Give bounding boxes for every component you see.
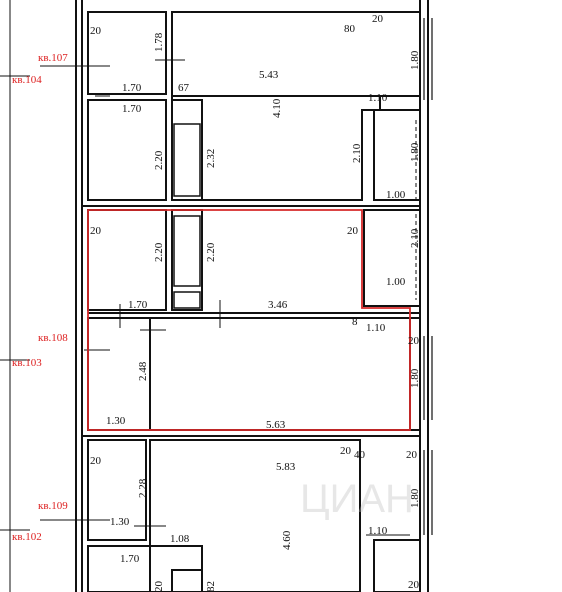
dim-80: 80 (344, 23, 356, 35)
dim-1-08: 1.08 (170, 533, 190, 545)
highlighted-apartment-outline (87, 209, 411, 431)
dim-20: 20 (90, 225, 102, 237)
dim-1-80: 1.80 (409, 142, 421, 162)
dim-8: 8 (352, 316, 358, 328)
apartment-label-109: кв.109 (38, 500, 68, 512)
dim-2-10: 2.10 (409, 228, 421, 248)
dim-2-20: 2.20 (153, 242, 165, 262)
dim-2-28: 2.28 (137, 478, 149, 498)
dim-2-20: 2.20 (153, 150, 165, 170)
dim-20: 20 (153, 581, 165, 592)
dim-5-43: 5.43 (259, 69, 279, 81)
dim-1-70: 1.70 (128, 299, 148, 311)
dim-20: 20 (347, 225, 359, 237)
dim-1-80: 1.80 (409, 488, 421, 508)
dim-20: 20 (408, 335, 420, 347)
dim-2-20: 2.20 (205, 242, 217, 262)
dimension-labels: 20 1.78 80 20 1.80 5.43 1.70 67 1.70 4.1… (90, 13, 421, 592)
apartment-label-107: кв.107 (38, 52, 68, 64)
dim-1-30: 1.30 (110, 516, 130, 528)
dim-1-80: 1.80 (409, 50, 421, 70)
dim-4-10: 4.10 (271, 98, 283, 118)
dim-1-10: 1.10 (366, 322, 386, 334)
dim-1-70: 1.70 (122, 82, 142, 94)
dim-1-00: 1.00 (386, 189, 406, 201)
dim-2-10: 2.10 (351, 143, 363, 163)
apartment-label-103: кв.103 (12, 357, 42, 369)
dim-2-32: 2.32 (205, 149, 217, 168)
dim-4-60: 4.60 (281, 530, 293, 550)
dim-1-70: 1.70 (120, 553, 140, 565)
dim-20: 20 (90, 455, 102, 467)
dim-20: 20 (90, 25, 102, 37)
dim-1-00: 1.00 (386, 276, 406, 288)
dim-5-63: 5.63 (266, 419, 286, 431)
dim-20: 20 (340, 445, 352, 457)
apartment-label-102: кв.102 (12, 531, 42, 543)
dim-3-46: 3.46 (268, 299, 288, 311)
dim-1-10: 1.10 (368, 525, 388, 537)
dim-1-10: 1.10 (368, 92, 388, 104)
dim-2-48: 2.48 (137, 361, 149, 381)
dim-82: 82 (205, 581, 217, 592)
windows (423, 18, 433, 535)
dim-5-83: 5.83 (276, 461, 296, 473)
dim-1-78: 1.78 (153, 32, 165, 52)
dimension-lines (0, 59, 410, 536)
dim-20: 20 (372, 13, 384, 25)
watermark-logo: ЦИАН (300, 477, 414, 521)
apartment-label-104: кв.104 (12, 74, 42, 86)
dim-1-70: 1.70 (122, 103, 142, 115)
dim-20: 20 (408, 579, 420, 591)
dim-1-80: 1.80 (409, 368, 421, 388)
dim-40: 40 (354, 449, 366, 461)
dim-67: 67 (178, 82, 190, 94)
dim-1-30: 1.30 (106, 415, 126, 427)
dim-20: 20 (406, 449, 418, 461)
apartment-label-108: кв.108 (38, 332, 68, 344)
